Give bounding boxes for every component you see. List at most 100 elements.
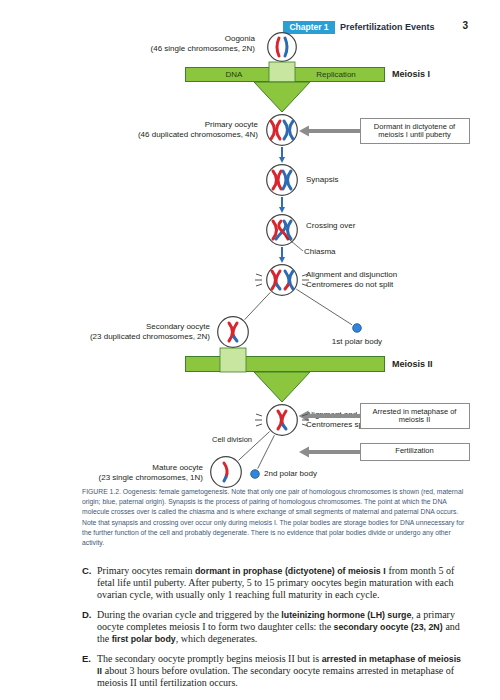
chromatid	[283, 425, 286, 429]
chromatid	[283, 221, 286, 231]
chromatid	[276, 231, 283, 239]
mature-chromosome	[224, 463, 227, 481]
shape-outline	[266, 164, 298, 196]
alignment-chromosomes	[255, 271, 309, 289]
stage-band: Meiosis II	[185, 356, 385, 372]
paragraph-body: The secondary oocyte promptly begins mei…	[97, 653, 468, 689]
shape-outline	[217, 316, 249, 348]
chromatid	[290, 121, 294, 139]
polar-body-circle	[251, 470, 260, 479]
item-letter: C.	[82, 565, 92, 577]
running-head: Prefertilization Events	[340, 22, 470, 32]
node-text: Centromeres do not split	[306, 280, 446, 289]
block-arrow-shaft	[220, 348, 246, 372]
polar-body: 2nd polar body	[250, 469, 260, 479]
chromatid	[224, 463, 227, 477]
node-text: Synapsis	[306, 175, 386, 184]
paragraph-text: Primary oocytes remain	[97, 565, 193, 576]
cell-outline	[267, 265, 298, 296]
node-text: Primary oocyte	[78, 120, 258, 129]
node-text: Alignment and disjunction	[306, 270, 446, 279]
shape-outline	[266, 404, 298, 436]
paragraph-body: Primary oocytes remaindormant in prophas…	[97, 565, 468, 601]
node-text: Chapter 1	[283, 23, 335, 33]
edge-connector	[299, 447, 360, 458]
item-letter: E.	[82, 653, 91, 665]
spindle-fibers	[255, 414, 262, 426]
node-text: (23 duplicated chromosomes, 2N)	[30, 332, 210, 341]
polar-body-circle	[353, 324, 362, 333]
chapter-tab: Chapter 1	[283, 21, 335, 34]
synapsis-chromosomes	[273, 171, 291, 189]
note-box: Arrested in metaphase of meiosis II	[360, 403, 470, 429]
connector-line	[307, 129, 360, 133]
oogonia-chromosomes	[277, 38, 287, 56]
spindle-fibers	[302, 274, 309, 286]
cell-outline	[267, 215, 298, 246]
chromatid	[276, 271, 280, 285]
chromatid	[284, 121, 288, 139]
body-paragraph: E. The secondary oocyte promptly begins m…	[82, 653, 468, 689]
node-text: Dormant in dictyotene of meiosis I until…	[363, 123, 466, 140]
cell-circle: Primary oocyte(46 duplicated chromosomes…	[266, 114, 298, 146]
cell-circle: Mature oocyte(23 single chromosomes, 1N)	[210, 456, 242, 488]
arrow-head	[298, 411, 308, 422]
cell-outline	[268, 33, 297, 62]
node-text: Secondary oocyte	[30, 322, 210, 331]
chromosome	[277, 38, 279, 56]
chromatid	[288, 221, 292, 239]
connector-line	[281, 147, 283, 158]
edge-connector	[279, 197, 285, 213]
crossing-chromosomes	[273, 221, 303, 251]
edge-connector	[279, 147, 285, 163]
chromatid	[278, 411, 282, 429]
bold-term: first polar body	[112, 634, 176, 644]
connector-line	[281, 197, 283, 208]
chromatid	[224, 477, 226, 481]
note-box: Fertilization	[360, 443, 470, 461]
arrow-head	[279, 257, 285, 263]
cell-outline	[267, 165, 298, 196]
chromatid	[279, 221, 282, 231]
node-text: Arrested in metaphase of meiosis II	[363, 408, 466, 425]
node-text: Mature oocyte	[23, 463, 203, 472]
connector-line	[238, 432, 269, 461]
connector-line	[296, 289, 352, 325]
item-letter: D.	[82, 609, 92, 621]
arrow-head	[299, 126, 309, 137]
edge-connector	[296, 289, 352, 325]
chromatid	[273, 171, 277, 189]
shape-outline	[266, 214, 298, 246]
body-paragraph: D. During the ovarian cycle and triggered…	[82, 609, 468, 645]
arrow-head	[279, 207, 285, 213]
cell-outline	[218, 317, 249, 348]
cell-circle: Crossing overChiasma	[266, 214, 298, 246]
arrow-head	[299, 447, 309, 458]
node-text: Meiosis II	[392, 359, 462, 369]
edge-connector	[238, 432, 269, 461]
chromatid	[285, 285, 288, 289]
spindle-fibers	[302, 414, 309, 426]
cell-circle: Synapsis	[266, 164, 298, 196]
shape-outline	[210, 456, 242, 488]
figure-caption: FIGURE 1.2. Oogenesis: female gametogene…	[82, 487, 468, 548]
chromatid	[278, 171, 281, 189]
cell-circle: Alignment and disjunctionCentromeres spl…	[266, 404, 298, 436]
secondary-chromosome	[229, 323, 237, 341]
block-arrow-shaft	[269, 62, 295, 82]
cell-outline	[267, 115, 298, 146]
node-text: Crossing over	[306, 221, 396, 230]
edge-connector	[279, 247, 285, 263]
connector-line	[281, 247, 283, 258]
bold-term: secondary oocyte (23, 2N)	[334, 622, 443, 632]
spindle-fibers	[255, 274, 262, 286]
chromatid	[272, 271, 276, 289]
cell-circle: Alignment and disjunctionCentromeres do …	[266, 264, 298, 296]
bold-term: luteinizing hormone (LH) surge	[281, 610, 411, 620]
cell-outline	[211, 457, 242, 488]
paragraph-text: During the ovarian cycle and triggered b…	[97, 609, 279, 620]
node-text: Chiasma	[304, 247, 364, 256]
edge-connector	[220, 348, 246, 372]
